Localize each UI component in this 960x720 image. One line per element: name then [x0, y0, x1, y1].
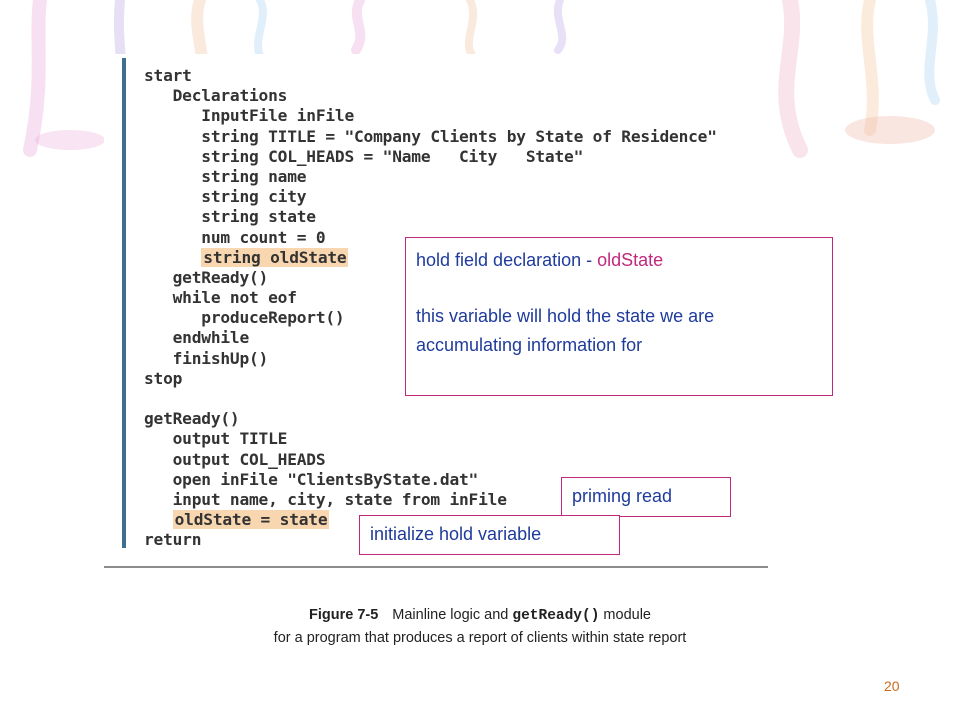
code-line: num count = 0	[144, 228, 717, 248]
callout-hold-field-body: this variable will hold the state we are…	[416, 306, 715, 355]
code-line: input name, city, state from inFile	[144, 490, 717, 510]
caption-code-word: getReady()	[512, 608, 600, 624]
code-line-highlighted-text: string oldState	[201, 247, 349, 267]
code-line: endwhile	[144, 328, 717, 348]
code-line: produceReport()	[144, 308, 717, 328]
code-line: Declarations	[144, 86, 717, 106]
callout-heading-accent: oldState	[597, 250, 664, 270]
code-line-text: produceReport()	[201, 308, 345, 328]
callout-priming-read: priming read	[561, 477, 731, 517]
code-line: string TITLE = "Company Clients by State…	[144, 127, 717, 147]
figure-label: Figure 7-5	[308, 607, 379, 623]
code-line-text: input name, city, state from inFile	[172, 489, 507, 509]
decorative-background	[23, 0, 940, 158]
code-line: output TITLE	[144, 429, 717, 449]
code-line: string city	[144, 187, 717, 207]
caption-line-2: for a program that produces a report of …	[273, 630, 687, 646]
code-line: while not eof	[144, 288, 717, 308]
code-line-text: string COL_HEADS = "Name City State"	[201, 146, 584, 166]
code-line: string oldState	[144, 247, 717, 268]
code-line-text: start	[144, 66, 192, 85]
code-line-text: string name	[201, 166, 307, 186]
code-line: start	[144, 66, 717, 86]
code-line: return	[144, 530, 717, 550]
code-line-text: output TITLE	[172, 429, 288, 449]
code-line: string COL_HEADS = "Name City State"	[144, 147, 717, 167]
caption-text-after: module	[599, 607, 651, 623]
callout-heading-text: hold field declaration -	[416, 250, 598, 270]
code-line-text: getReady()	[144, 409, 240, 429]
code-line-text: Declarations	[172, 86, 288, 106]
code-line: oldState = state	[144, 510, 717, 530]
code-line: output COL_HEADS	[144, 450, 717, 470]
code-line-text: open inFile "ClientsByState.dat"	[172, 469, 479, 489]
code-line-text: output COL_HEADS	[172, 449, 326, 469]
code-line: InputFile inFile	[144, 106, 717, 126]
code-line-highlighted-text: oldState = state	[172, 510, 330, 530]
code-line-text: while not eof	[172, 288, 297, 308]
code-line: string state	[144, 207, 717, 227]
page-number: 20	[884, 678, 900, 694]
code-line-text: getReady()	[172, 267, 269, 287]
code-line-text: num count = 0	[201, 227, 326, 247]
code-line: getReady()	[144, 409, 717, 429]
pseudocode-listing: start Declarations InputFile inFile stri…	[144, 66, 717, 551]
code-line: finishUp()	[144, 349, 717, 369]
code-line-text: InputFile inFile	[201, 106, 355, 126]
code-line-text: stop	[144, 368, 183, 388]
caption-text-before: Mainline logic and	[392, 607, 513, 623]
code-line-text: string city	[201, 187, 307, 207]
code-line-text: finishUp()	[172, 348, 269, 368]
callout-initialize-hold: initialize hold variable	[359, 515, 620, 555]
code-line: open inFile "ClientsByState.dat"	[144, 470, 717, 490]
code-line: string name	[144, 167, 717, 187]
code-left-rule	[122, 58, 126, 548]
callout-hold-field: hold field declaration - oldState this v…	[405, 237, 833, 396]
callout-hold-field-heading: hold field declaration - oldState	[416, 246, 822, 275]
code-line: getReady()	[144, 268, 717, 288]
code-line-text: string TITLE = "Company Clients by State…	[201, 126, 717, 146]
code-line-text: endwhile	[172, 328, 250, 348]
code-line-text: return	[144, 530, 202, 550]
code-line-text: string state	[201, 207, 316, 227]
code-line: stop	[144, 369, 717, 389]
